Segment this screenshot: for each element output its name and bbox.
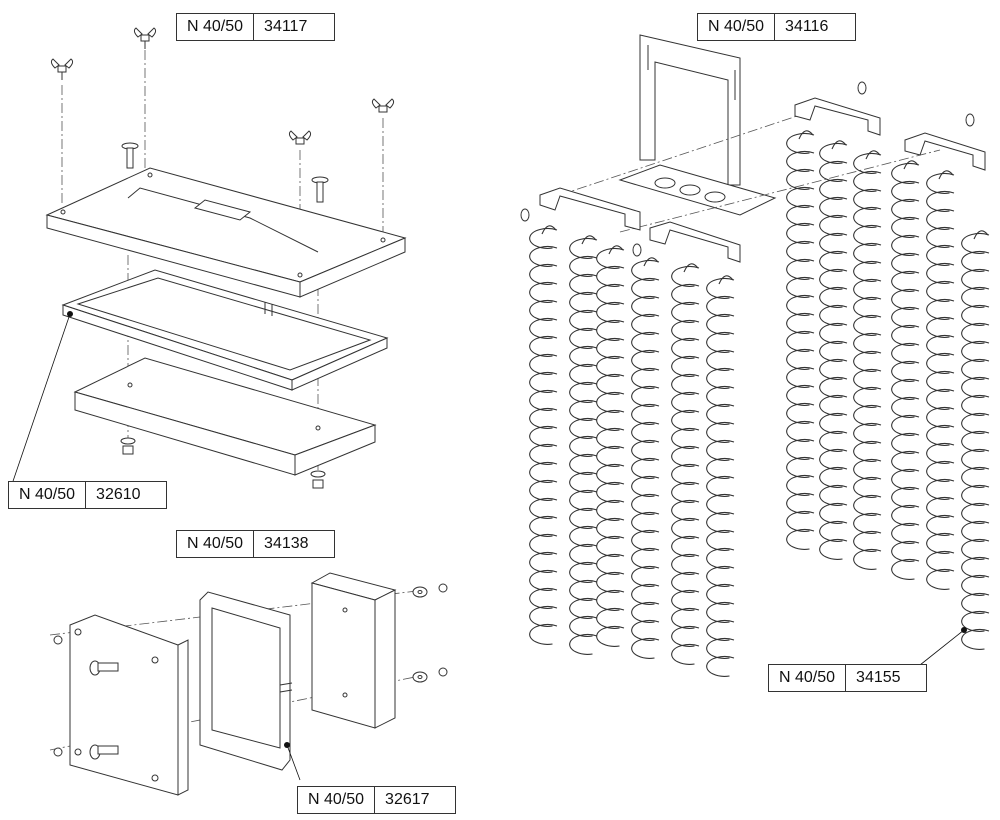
coil-spiral <box>853 153 882 570</box>
lid-insulation-block <box>73 357 377 476</box>
coil-spiral <box>671 266 700 665</box>
leader-line <box>9 313 71 491</box>
label-door-gasket: N 40/50 32617 <box>297 786 457 814</box>
model-text: N 40/50 <box>9 482 87 508</box>
coil-hook <box>903 160 919 170</box>
coil-spiral <box>961 233 990 650</box>
screw-icon <box>520 208 530 222</box>
label-door-assembly: N 40/50 34138 <box>176 530 336 558</box>
coil-bracket <box>649 221 741 263</box>
wing-nut-icon <box>133 27 157 49</box>
label-lid-gasket: N 40/50 32610 <box>8 481 168 509</box>
bolt-icon <box>311 176 329 203</box>
coil-hook <box>973 230 989 240</box>
coil-bracket <box>794 97 881 136</box>
part-number-text: 34138 <box>264 535 309 552</box>
coil-hook <box>798 130 814 140</box>
coil-spiral <box>891 163 920 580</box>
part-number-text: 34155 <box>856 669 901 686</box>
coil-spiral <box>786 133 815 550</box>
coil-hook <box>643 257 659 267</box>
coil-hook <box>831 140 847 150</box>
axis-line <box>559 114 801 196</box>
lid-assembly-group <box>9 27 407 491</box>
screw-icon <box>53 635 63 645</box>
model-text: N 40/50 <box>177 14 255 40</box>
door-assembly-group <box>49 572 448 796</box>
coil-hook <box>938 170 954 180</box>
coil-hook <box>608 245 624 255</box>
washer-icon <box>412 667 448 683</box>
screw-icon <box>53 747 63 757</box>
door-gasket-frame <box>199 591 301 781</box>
wing-nut-icon <box>371 98 395 113</box>
heater-tray <box>618 164 777 216</box>
door-panel <box>69 614 189 796</box>
wing-nut-icon <box>288 130 312 145</box>
model-text: N 40/50 <box>298 787 376 813</box>
part-number-text: 34116 <box>785 18 829 35</box>
lid-plate <box>45 167 407 298</box>
coil-spiral <box>706 278 735 677</box>
part-number-text: 32610 <box>96 486 141 503</box>
part-number-text: 32617 <box>385 791 430 808</box>
coil-spiral <box>631 260 660 659</box>
axis-line <box>619 149 941 233</box>
coil-hook <box>865 150 881 160</box>
coil-bracket <box>904 132 986 171</box>
coil-hook <box>683 263 699 273</box>
coil-spiral <box>926 173 955 590</box>
coil-hook <box>718 275 734 285</box>
leader-line <box>286 744 301 781</box>
washer-icon <box>412 583 448 598</box>
heater-assembly-group <box>520 34 990 677</box>
nut-icon <box>310 470 326 489</box>
label-lid-assembly: N 40/50 34117 <box>176 13 336 41</box>
model-text: N 40/50 <box>769 665 847 691</box>
wing-nut-icon <box>50 58 74 80</box>
model-text: N 40/50 <box>698 14 776 40</box>
screw-icon <box>857 81 867 95</box>
hanger-plate <box>639 34 741 186</box>
bolt-icon <box>121 142 139 169</box>
screw-icon <box>632 243 642 257</box>
model-text: N 40/50 <box>177 531 255 557</box>
part-number-text: 34117 <box>264 18 308 35</box>
coil-hook <box>541 225 557 235</box>
coil-spiral <box>596 248 625 647</box>
coil-spiral <box>569 238 598 655</box>
coil-spiral <box>819 143 848 560</box>
nut-icon <box>120 437 136 455</box>
heating-coils <box>529 130 990 677</box>
coil-bracket <box>539 187 641 231</box>
lid-gasket-frame <box>9 269 389 491</box>
label-heater-bracket: N 40/50 34116 <box>697 13 857 41</box>
door-insulation-block <box>310 572 397 729</box>
coil-spiral <box>529 228 558 645</box>
leader-line <box>919 629 965 666</box>
label-heating-coil: N 40/50 34155 <box>768 664 928 692</box>
coil-hook <box>581 235 597 245</box>
screw-icon <box>965 113 975 127</box>
